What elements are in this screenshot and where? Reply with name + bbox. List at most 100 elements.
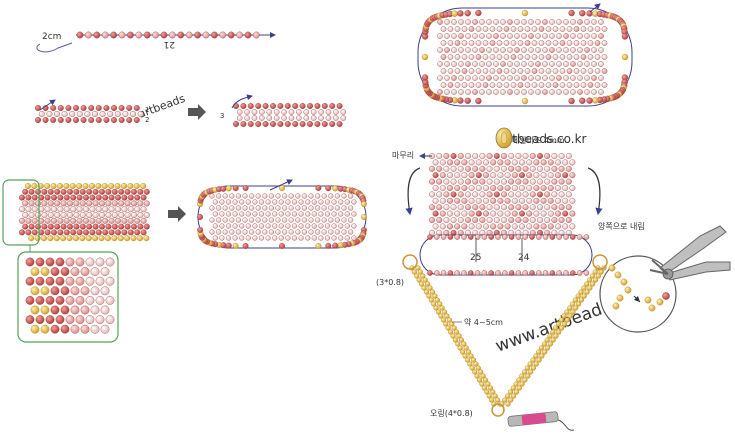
strap-bead [486, 393, 492, 399]
inner-bead [514, 75, 520, 81]
strap-bead [479, 381, 485, 387]
strap-bead [510, 385, 516, 391]
inner-bead [229, 229, 235, 235]
bag-bead [486, 152, 493, 159]
strap-bead [427, 285, 433, 291]
bag-bead [519, 184, 526, 191]
outline-bead [225, 185, 232, 192]
row-bead [255, 120, 262, 127]
inner-bead [524, 68, 531, 74]
inner-bead [295, 217, 301, 223]
strap-bead [539, 353, 545, 359]
inner-bead [258, 223, 265, 229]
row-bead [262, 120, 269, 127]
base-bead [143, 188, 150, 195]
base-bead [22, 211, 29, 218]
inner-bead [235, 229, 242, 235]
strap-bead [538, 345, 545, 351]
outline-bead [279, 184, 286, 191]
bag-bead [544, 178, 551, 185]
bag-bead [508, 152, 515, 159]
inner-bead [451, 47, 457, 53]
base-bead [63, 217, 70, 224]
base-bead [35, 223, 42, 230]
base-bead [105, 188, 112, 195]
inner-bead [538, 26, 545, 32]
inner-bead [559, 26, 566, 32]
inner-bead [318, 235, 324, 241]
bottom-bead [501, 270, 508, 276]
zoom-bead [70, 286, 80, 296]
inner-bead [493, 89, 499, 95]
inner-bead [566, 68, 573, 74]
bag-bead [515, 152, 522, 159]
strap-bead [524, 365, 531, 371]
inner-bead [461, 68, 468, 74]
base-bead [118, 188, 125, 195]
inner-bead [521, 19, 527, 25]
inner-bead [454, 54, 461, 60]
inner-bead [507, 19, 513, 25]
bottom-bead [563, 234, 569, 240]
strap-bead [492, 393, 498, 399]
inner-bead [305, 223, 311, 229]
inner-bead [577, 75, 583, 81]
outline-bead [232, 185, 239, 192]
strap-bead [530, 357, 536, 363]
zoom-bead [50, 286, 60, 296]
bag-bead [529, 178, 536, 185]
zoom-bead [85, 276, 95, 286]
bag-bead [479, 191, 486, 198]
inner-bead [212, 211, 218, 217]
strand-bead [227, 31, 235, 39]
bag-bead [493, 204, 500, 211]
inner-bead [444, 75, 450, 81]
inner-bead [334, 193, 341, 199]
inner-bead [338, 211, 344, 217]
strap-bead [478, 369, 484, 375]
inner-bead [549, 61, 555, 67]
inner-bead [489, 68, 496, 74]
inner-bead [321, 229, 327, 235]
strap-bead [420, 273, 426, 279]
bag-bead [439, 210, 446, 217]
bag-bead [457, 165, 464, 172]
row-bead [110, 116, 117, 123]
watermark-top: artbeads.co.kr [500, 132, 587, 146]
inner-bead [258, 235, 265, 241]
inner-bead [351, 211, 357, 217]
outline-bead [332, 242, 339, 249]
bag-bead [443, 178, 450, 185]
inner-bead [580, 40, 587, 46]
bag-bead [429, 191, 436, 198]
zoom-bead [65, 315, 75, 324]
inner-bead [209, 205, 215, 211]
strap-bead [584, 281, 590, 287]
inner-bead [348, 205, 354, 211]
strap-bead [558, 317, 564, 323]
strap-bead [426, 293, 432, 299]
bottom-bead [433, 270, 440, 276]
inner-bead [235, 193, 242, 199]
row-bead [340, 115, 347, 121]
inset-bead [624, 286, 632, 294]
inner-bead [556, 75, 562, 81]
inner-bead [328, 229, 334, 235]
outline-bead [568, 9, 575, 17]
strand-bead [185, 31, 193, 39]
inner-bead [577, 61, 583, 67]
inner-bead [291, 211, 298, 217]
bag-bead [555, 210, 562, 217]
row-bead [80, 116, 87, 123]
bag-assembly: 메탈비즈 4mm 마무리 양쪽으로 내림 25 24 [392, 127, 645, 276]
bag-bead [461, 184, 468, 191]
bag-bead [551, 191, 558, 198]
inner-bead [212, 235, 218, 241]
base-bead [25, 182, 32, 189]
bag-bead [497, 159, 504, 166]
inner-bead [552, 54, 559, 60]
inner-bead [493, 33, 499, 39]
bag-bead [461, 159, 468, 166]
bag-bead [429, 178, 436, 185]
base-bead [50, 182, 57, 189]
